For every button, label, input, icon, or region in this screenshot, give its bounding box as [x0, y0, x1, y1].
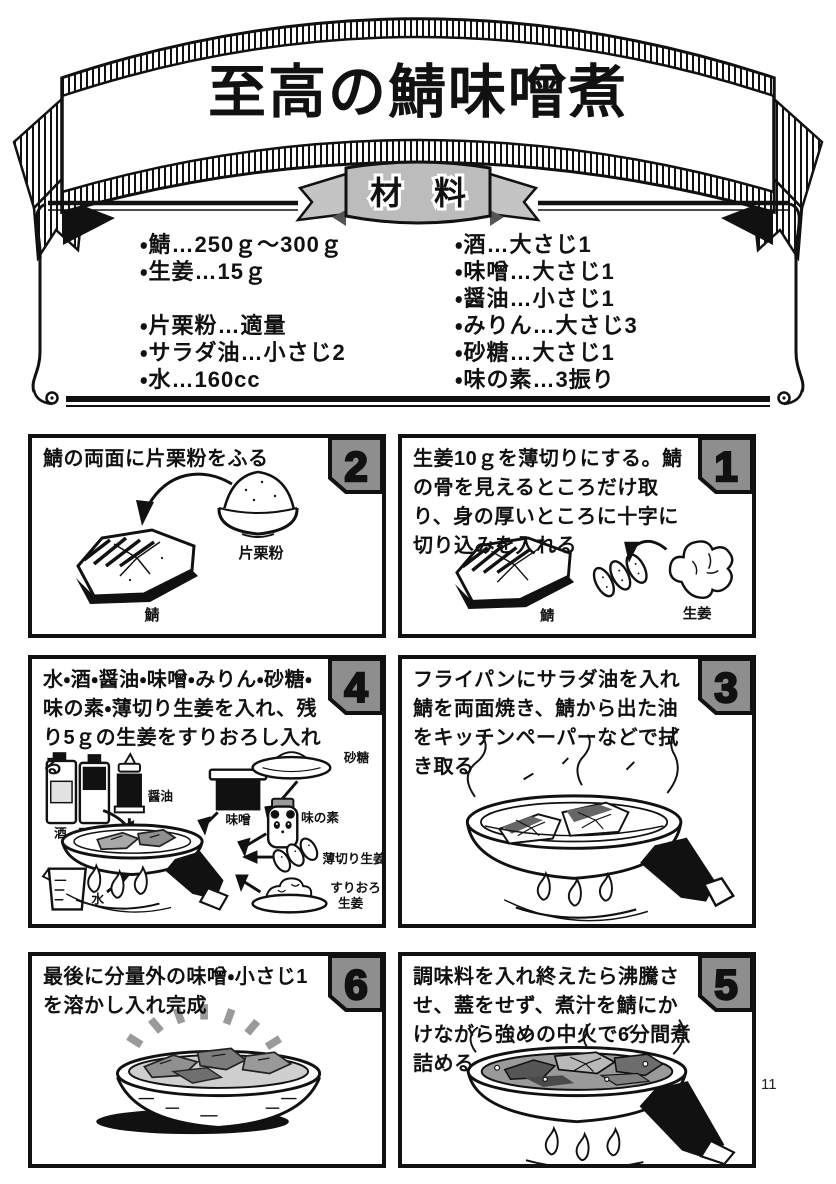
svg-text:3: 3: [714, 664, 737, 711]
step-text: 水・酒・醤油・味噌・みりん・砂糖・味の素・薄切り生姜を入れ、残り5ｇの生姜をすり…: [43, 669, 322, 778]
page-title: 至高の鯖味噌煮: [208, 60, 628, 125]
step2-illustration: 片栗粉 鯖: [76, 470, 299, 624]
soy-sauce-icon: [113, 752, 145, 814]
page-number: 11: [761, 1076, 777, 1093]
measuring-cup-icon: [41, 867, 87, 911]
ingredient-item: ・味噌…大さじ1: [455, 259, 615, 284]
step-number-badge: 2: [328, 436, 384, 494]
step-text: フライパンにサラダ油を入れ鯖を両面焼き、鯖から出た油をキッチンペーパーなどで拭き…: [413, 669, 681, 778]
label-shoyu: 醤油: [148, 789, 173, 804]
label-ajinomoto: 味の素: [301, 810, 339, 825]
materials-heading: 材 料: [370, 175, 466, 211]
arrow-icon: [624, 539, 668, 563]
ingredient-item: ・みりん…大さじ3: [455, 313, 638, 338]
header-banner: 至高の鯖味噌煮 材 料: [12, 17, 824, 407]
pan-handle-icon: [639, 1081, 725, 1159]
svg-text:4: 4: [344, 664, 368, 711]
ingredients-left-column: ・鯖…250ｇ～300ｇ・生姜…15ｇ ・片栗粉…適量・サラダ油…小さじ2・水…1…: [140, 231, 346, 393]
ginger-root-icon: [668, 540, 734, 599]
step-panel-1: 生姜10ｇを薄切りにする。鯖の骨を見えるところだけ取り、身の厚いところに十字に切…: [398, 434, 756, 638]
step3-illustration: [465, 728, 736, 922]
ingredients-right-column: ・酒…大さじ1・味噌…大さじ1・醤油…小さじ1・みりん…大さじ3・砂糖…大さじ1…: [455, 231, 638, 393]
step-panel-4: 水・酒・醤油・味噌・みりん・砂糖・味の素・薄切り生姜を入れ、残り5ｇの生姜をすり…: [28, 655, 386, 928]
step-number-badge: 3: [698, 657, 754, 715]
label-sato: 砂糖: [343, 750, 370, 765]
sugar-plate-icon: [251, 751, 332, 780]
step-number-badge: 4: [328, 657, 384, 715]
arrow-icon: [237, 832, 267, 858]
step-panel-5: 調味料を入れ終えたら沸騰させ、蓋をせず、煮汁を鯖にかけながら強めの中火で6分間煮…: [398, 952, 756, 1168]
step-panel-2: 鯖の両面に片栗粉をふる 2: [28, 434, 386, 638]
pan-icon: [466, 1046, 736, 1164]
ajinomoto-panda-icon: [266, 797, 299, 849]
arrow-icon: [197, 811, 219, 836]
svg-text:2: 2: [344, 443, 367, 490]
step-text: 鯖の両面に片栗粉をふる: [43, 448, 269, 470]
label-saba: 鯖: [540, 607, 555, 625]
label-suriorishi: すりおろし: [330, 881, 382, 895]
ingredient-item: [140, 285, 346, 312]
step-text: 調味料を入れ終えたら沸騰させ、蓋をせず、煮汁を鯖にかけながら強めの中火で6分間煮…: [413, 966, 692, 1075]
ornate-frame: [31, 202, 805, 407]
materials-ribbon: 材 料: [295, 160, 541, 226]
label-miso: 味噌: [225, 812, 251, 827]
mirin-bottle-icon: [78, 754, 111, 825]
starch-bowl-icon: [217, 470, 299, 538]
finished-bowl-icon: [96, 1047, 322, 1135]
ingredient-item: ・味の素…3振り: [455, 367, 615, 392]
ingredient-item: ・酒…大さじ1: [455, 232, 592, 257]
arrow-icon: [235, 874, 262, 894]
ingredient-item: ・片栗粉…適量: [140, 313, 287, 338]
label-shouga: 生姜: [683, 605, 712, 623]
step-panel-6: 最後に分量外の味噌・小さじ1を溶かし入れ完成 6: [28, 952, 386, 1168]
stove-flames-icon: [503, 870, 649, 922]
label-usugiri-shouga: 薄切り生姜: [323, 851, 382, 866]
step-number-badge: 5: [698, 954, 754, 1012]
stove-flames-icon: [525, 1125, 644, 1164]
sliced-ginger-icon: [272, 837, 319, 873]
sake-bottle-icon: [45, 752, 78, 825]
pan-handle-icon: [640, 837, 716, 902]
step6-illustration: [96, 1004, 322, 1135]
ingredient-item: ・鯖…250ｇ～300ｇ: [140, 232, 343, 257]
miso-container-icon: [208, 768, 268, 811]
svg-text:5: 5: [714, 961, 737, 1008]
step-text: 生姜10ｇを薄切りにする。鯖の骨を見えるところだけ取り、身の厚いところに十字に切…: [413, 448, 683, 557]
stove-flames-icon: [65, 862, 172, 913]
grated-ginger-icon: [251, 877, 328, 914]
ingredient-item: ・サラダ油…小さじ2: [140, 340, 346, 365]
mackerel-icon: [76, 528, 198, 604]
ingredient-item: ・生姜…15ｇ: [140, 259, 267, 284]
sparkle-rays-icon: [126, 1004, 283, 1051]
smoke-icon: [469, 1019, 685, 1073]
arrow-icon: [241, 850, 274, 864]
step5-illustration: [466, 1019, 736, 1164]
mackerel-icon: [454, 536, 575, 610]
step-text: 最後に分量外の味噌・小さじ1を溶かし入れ完成: [43, 966, 308, 1017]
banner-top-stripe: [60, 17, 776, 98]
pan-icon: [60, 823, 229, 911]
banner-bottom-stripe: [60, 138, 776, 214]
label-mizu: 水: [90, 892, 104, 907]
step-number-badge: 1: [698, 436, 754, 494]
svg-text:6: 6: [344, 961, 367, 1008]
step1-illustration: 鯖 生姜: [454, 536, 734, 625]
label-suriorishi-shouga: 生姜: [338, 895, 364, 910]
step-number-badge: 6: [328, 954, 384, 1012]
step-panel-3: フライパンにサラダ油を入れ鯖を両面焼き、鯖から出た油をキッチンペーパーなどで拭き…: [398, 655, 756, 928]
label-katakuriko: 片栗粉: [238, 544, 283, 562]
ingredient-item: ・醤油…小さじ1: [455, 286, 615, 311]
ingredient-item: ・水…160cc: [140, 367, 261, 392]
svg-text:1: 1: [714, 443, 737, 490]
arrow-icon: [136, 472, 233, 526]
pan-icon: [465, 794, 736, 908]
ingredient-item: ・砂糖…大さじ1: [455, 340, 615, 365]
label-saba: 鯖: [144, 606, 159, 624]
step4-illustration: 酒 みりん 醤油 味噌: [41, 750, 382, 914]
